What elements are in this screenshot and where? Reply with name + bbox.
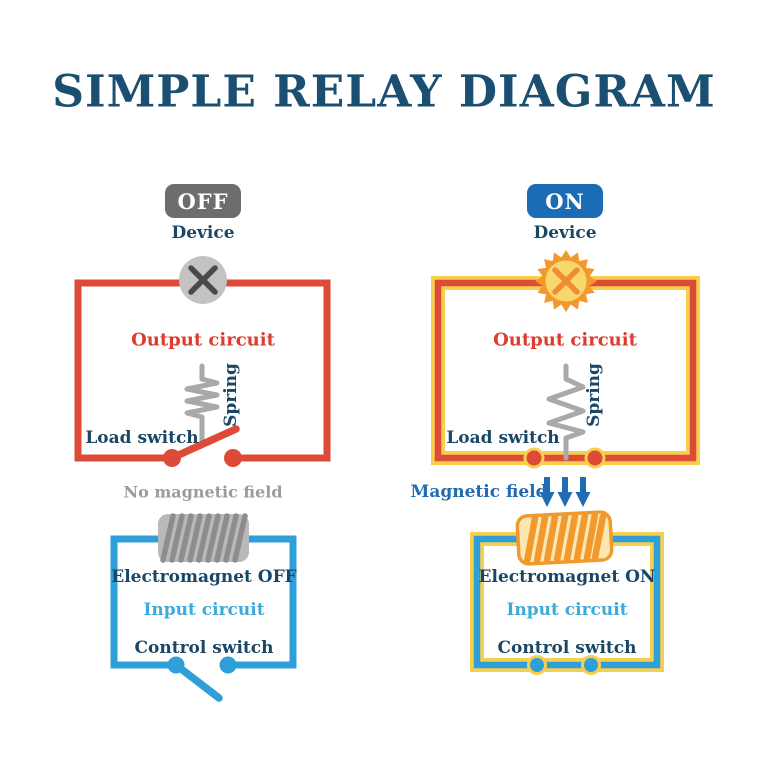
off-control-switch-contact xyxy=(167,656,237,702)
device-label-off: Device xyxy=(171,223,235,243)
spring-label-on: Spring xyxy=(584,363,604,427)
lamp-on-sun-icon xyxy=(535,250,597,312)
output-circuit-label-on: Output circuit xyxy=(493,329,637,351)
electromagnet-label-on: Electromagnet ON xyxy=(478,567,656,587)
on-load-switch-contact xyxy=(523,447,606,469)
input-circuit-label-on: Input circuit xyxy=(506,600,628,620)
magnetic-field-arrows xyxy=(539,477,591,507)
page-title: SIMPLE RELAY DIAGRAM xyxy=(52,66,716,118)
spring-label-off: Spring xyxy=(221,363,241,427)
output-circuit-label-off: Output circuit xyxy=(131,329,275,351)
control-switch-label-off: Control switch xyxy=(134,638,274,658)
on-control-switch-contact xyxy=(527,655,601,675)
off-load-switch-contact xyxy=(163,425,242,467)
status-badge-off: OFF xyxy=(165,184,241,218)
no-magnetic-field-label: No magnetic field xyxy=(123,482,283,502)
electromagnet-on-coil xyxy=(515,510,614,566)
control-switch-label-on: Control switch xyxy=(497,638,637,658)
magnetic-field-label: Magnetic field xyxy=(410,482,548,502)
load-switch-label-off: Load switch xyxy=(85,428,199,448)
electromagnet-off-coil xyxy=(158,513,249,563)
device-label-on: Device xyxy=(533,223,597,243)
status-badge-on: ON xyxy=(527,184,603,218)
off-spring-symbol xyxy=(184,363,220,445)
input-circuit-label-off: Input circuit xyxy=(143,600,265,620)
on-spring-symbol xyxy=(546,363,586,461)
load-switch-label-on: Load switch xyxy=(446,428,560,448)
lamp-off-icon xyxy=(179,256,227,304)
electromagnet-label-off: Electromagnet OFF xyxy=(111,567,297,587)
